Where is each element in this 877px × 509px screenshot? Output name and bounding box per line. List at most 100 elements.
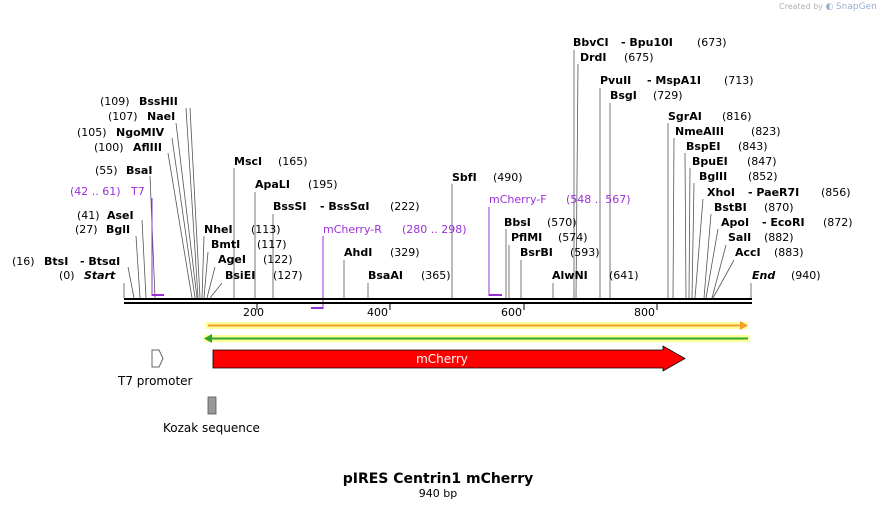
site-drdi-pos: (675) [624,51,654,64]
site-asei-name: AseI [107,209,134,222]
site-labels-left: (16) BtsI - BtsαI (0) Start (27) BglI (4… [12,95,178,282]
watermark-brand: SnapGene [835,2,877,12]
feature-kozak-label: Kozak sequence [163,421,260,435]
site-labels-mid-right: SbfI (490) mCherry-F (548 .. 567) BbsI (… [452,171,639,282]
site-bspei-name: BspEI [686,140,720,153]
site-pflmi-name: PflMI [511,231,542,244]
site-labels-right: BbvCI - Bpu10I (673) DrdI (675) PvuII - … [573,36,853,282]
site-bsai-name: BsaI [126,164,152,177]
site-asei-pos: (41) [77,209,100,222]
site-btsi-pos: (16) [12,255,35,268]
primer-mcherry-r-bar[interactable] [311,307,323,309]
site-nmeaiii-name: NmeAIII [675,125,724,138]
site-sali-pos: (882) [764,231,794,244]
site-afliii-pos: (100) [94,141,124,154]
feature-mcherry-label: mCherry [416,352,468,366]
ruler: 200 400 600 800 [243,304,658,319]
site-xhoi-pos: (856) [821,186,851,199]
site-bpuei-name: BpuEI [692,155,728,168]
site-apali-name: ApaLI [255,178,290,191]
ruler-tick-800: 800 [634,306,655,319]
ruler-tick-200: 200 [243,306,264,319]
site-naei-name: NaeI [147,110,175,123]
site-pvuii-name: PvuII [600,74,631,87]
site-end-name: End [752,269,775,282]
site-start-name: Start [84,269,116,282]
site-labels-mid-left: NheI (113) BmtI (117) AgeI (122) BsiEI (… [204,155,467,282]
site-nhei-name: NheI [204,223,233,236]
site-apoi-pos: (872) [823,216,853,229]
site-bbvci-name: BbvCI [573,36,609,49]
site-apoi-name: ApoI [721,216,749,229]
site-bsssi-partner: - BssSαI [320,200,369,213]
site-bspei-pos: (843) [738,140,768,153]
site-bgli-name: BglI [106,223,130,236]
site-afliii-name: AflIII [133,141,162,154]
site-pvuii-partner: - MspA1I [647,74,701,87]
site-alwni-pos: (641) [609,269,639,282]
site-bsiei-pos: (127) [273,269,303,282]
site-bbvci-pos: (673) [697,36,727,49]
feature-kozak-sequence[interactable]: Kozak sequence [163,396,260,435]
site-btsi-partner: - BtsαI [80,255,120,268]
site-pvuii-pos: (713) [724,74,754,87]
feature-mcherry[interactable]: mCherry [212,345,686,372]
site-bgli-pos: (27) [75,223,98,236]
site-bsshii-pos: (109) [100,95,130,108]
primer-mcherry-f-range: (548 .. 567) [566,193,631,206]
site-bmti-name: BmtI [211,238,240,251]
site-acci-pos: (883) [774,246,804,259]
site-sgrai-pos: (816) [722,110,752,123]
site-bstbi-name: BstBI [714,201,747,214]
site-bbvci-partner: - Bpu10I [621,36,673,49]
ruler-tick-600: 600 [501,306,522,319]
site-bsaai-pos: (365) [421,269,451,282]
site-bsai-pos: (55) [95,164,118,177]
site-xhoi-name: XhoI [707,186,735,199]
ruler-tick-400: 400 [367,306,388,319]
site-bsrbi-name: BsrBI [520,246,553,259]
site-start-pos: (0) [59,269,75,282]
site-bstbi-pos: (870) [764,201,794,214]
site-nhei-pos: (113) [251,223,281,236]
site-bbsi-pos: (570) [547,216,577,229]
primer-mcherry-f-bar[interactable] [489,294,502,296]
site-bsgi-name: BsgI [610,89,637,102]
feature-t7-promoter[interactable]: T7 promoter [117,349,193,388]
orf-reverse[interactable] [204,334,750,343]
primer-mcherry-f-name: mCherry-F [489,193,547,206]
snapgene-watermark: Created by ◐ SnapGene [779,2,877,12]
site-bsssi-name: BssSI [273,200,307,213]
map-title: pIRES Centrin1 mCherry [343,471,534,487]
site-naei-pos: (107) [108,110,138,123]
primer-mcherry-r-name: mCherry-R [323,223,382,236]
site-apoi-partner: - EcoRI [762,216,805,229]
site-bsshii-name: BssHII [139,95,178,108]
site-agei-name: AgeI [218,253,246,266]
site-bsiei-name: BsiEI [225,269,255,282]
primer-t7-bar[interactable] [152,294,164,296]
site-msci-name: MscI [234,155,262,168]
site-bpuei-pos: (847) [747,155,777,168]
site-ngomiv-name: NgoMIV [116,126,165,139]
orf-forward[interactable] [206,321,748,330]
site-sbfi-name: SbfI [452,171,477,184]
watermark-prefix: Created by [779,2,824,11]
site-nmeaiii-pos: (823) [751,125,781,138]
site-apali-pos: (195) [308,178,338,191]
site-btsi-name: BtsI [44,255,68,268]
site-sali-name: SalI [728,231,751,244]
site-bsssi-pos: (222) [390,200,420,213]
site-end-pos: (940) [791,269,821,282]
site-bsgi-pos: (729) [653,89,683,102]
site-ahdi-pos: (329) [390,246,420,259]
site-sbfi-pos: (490) [493,171,523,184]
site-sgrai-name: SgrAI [668,110,702,123]
primer-arrows [151,198,502,309]
sequence-backbone [124,298,752,304]
site-bsrbi-pos: (593) [570,246,600,259]
snapgene-logo-icon: ◐ [825,2,834,12]
site-pflmi-pos: (574) [558,231,588,244]
site-msci-pos: (165) [278,155,308,168]
